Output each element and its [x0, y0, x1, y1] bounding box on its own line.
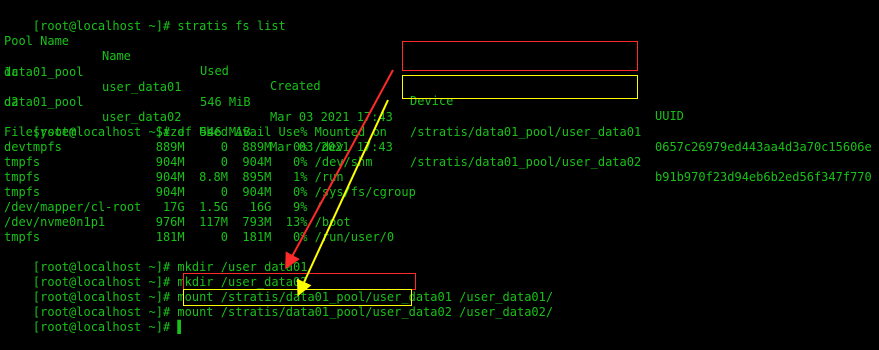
shell-prompt: [root@localhost ~]#: [32, 275, 178, 289]
command-line-mount: [root@localhost ~]# mount /stratis/data0…: [4, 275, 553, 304]
mount-command: mount: [177, 305, 221, 319]
header-uuid: UUID: [655, 109, 684, 123]
shell-prompt: [root@localhost ~]#: [32, 125, 178, 139]
annotation-arrows: [285, 69, 394, 297]
header-name: Name: [102, 49, 131, 63]
fs-uuid: b91b970f23d94eb6b2ed56f347f770: [655, 170, 872, 184]
mount-source: /stratis/data01_pool/user_data01: [220, 290, 452, 304]
command-line-mkdir: [root@localhost ~]# mkdir /user_data01: [4, 245, 308, 274]
fs-name: user_data02: [102, 110, 182, 124]
df-header: Filesystem Size Used Avail Use% Mounted …: [4, 125, 387, 139]
fs-name: user_data01: [102, 80, 182, 94]
df-row: devtmpfs 889M 0 889M 0% /dev: [4, 140, 344, 154]
header-created: Created: [270, 79, 321, 93]
shell-prompt: [root@localhost ~]#: [32, 320, 178, 334]
command-text: df -h: [177, 125, 214, 139]
fs-uuid-wrap: d2: [4, 95, 19, 109]
df-row: tmpfs 904M 0 904M 0% /sys/fs/cgroup: [4, 185, 416, 199]
fs-used: 546 MiB: [200, 95, 251, 109]
fs-pool: data01_pool: [4, 95, 84, 109]
fs-list-header: Pool Name Name Used Created Device UUID: [4, 19, 879, 123]
mount-target: /user_data02/: [451, 305, 554, 319]
df-row: tmpfs 181M 0 181M 0% /run/user/0: [4, 230, 395, 244]
fs-pool: data01_pool: [4, 65, 84, 79]
red-arrow: [285, 69, 394, 270]
fs-device: /stratis/data01_pool/user_data02: [410, 155, 642, 169]
fs-row: data01_pool user_data01 546 MiB Mar 03 2…: [4, 50, 879, 154]
shell-prompt: [root@localhost ~]#: [32, 260, 178, 274]
df-row: /dev/nvme0n1p1 976M 117M 793M 13% /boot: [4, 215, 351, 229]
shell-prompt: [root@localhost ~]#: [32, 305, 178, 319]
header-device: Device: [410, 94, 454, 108]
shell-prompt: [root@localhost ~]#: [32, 19, 178, 33]
yellow-arrow: [296, 99, 389, 297]
mount-target: /user_data01/: [451, 290, 554, 304]
fs-device: /stratis/data01_pool/user_data01: [410, 125, 642, 139]
fs-used: 546 MiB: [200, 125, 251, 139]
shell-prompt: [root@localhost ~]#: [32, 290, 178, 304]
fs-uuid-wrap: 1c: [4, 65, 19, 79]
command-line-mount: [root@localhost ~]# mount /stratis/data0…: [4, 290, 553, 319]
mount-command: mount: [177, 290, 221, 304]
command-text: stratis fs list: [177, 19, 286, 33]
fs-uuid: 0657c26979ed443aa4d3a70c15606e: [655, 140, 872, 154]
df-row: tmpfs 904M 8.8M 895M 1% /run: [4, 170, 344, 184]
command-line-df: [root@localhost ~]# df -h: [4, 110, 214, 139]
fs-row: data01_pool user_data02 546 MiB Mar 03 2…: [4, 80, 879, 184]
header-pool-name: Pool Name: [4, 34, 70, 48]
command-line-stratis: [root@localhost ~]# stratis fs list: [4, 4, 286, 33]
command-text: mkdir /user_data02: [177, 275, 308, 289]
text-cursor: ▌: [177, 320, 185, 334]
command-line-mkdir: [root@localhost ~]# mkdir /user_data02: [4, 260, 308, 289]
active-prompt-line[interactable]: [root@localhost ~]# ▌: [4, 305, 185, 334]
mount-source: /stratis/data01_pool/user_data02: [220, 305, 452, 319]
terminal-window[interactable]: [root@localhost ~]# stratis fs list Pool…: [0, 0, 879, 334]
header-used: Used: [200, 64, 229, 78]
